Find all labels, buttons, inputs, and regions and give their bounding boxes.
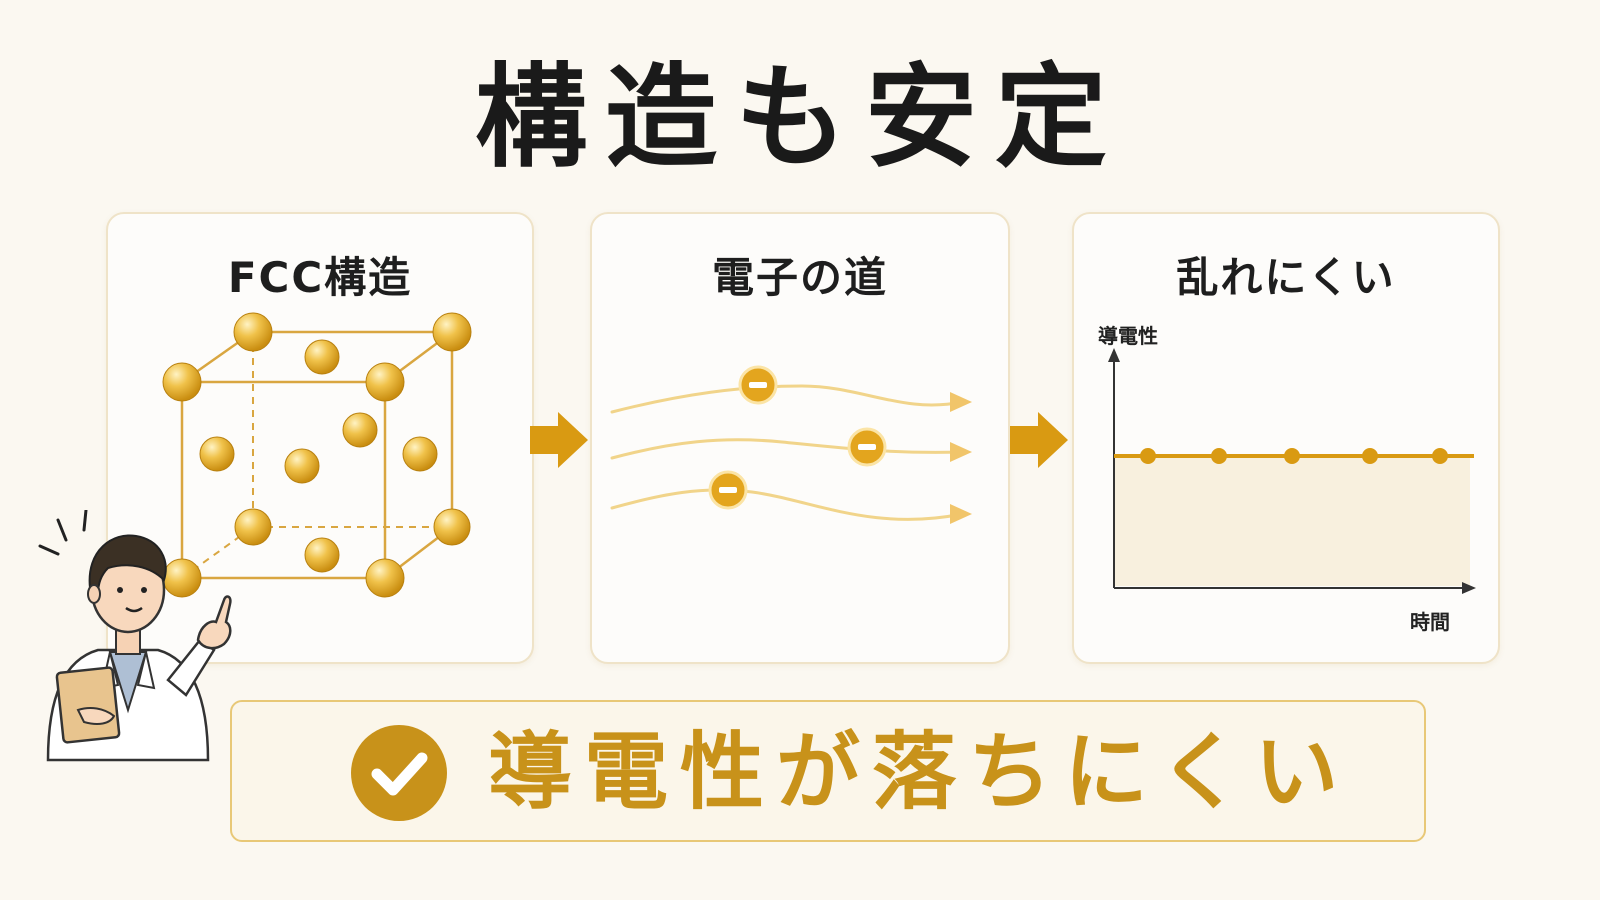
raised-arm (166, 638, 216, 697)
pointing-hand (196, 595, 232, 650)
page-title: 構造も安定 (475, 53, 1125, 183)
result-text: 導電性が落ちにくい (488, 723, 1351, 821)
scientist-illustration (38, 510, 232, 762)
atom (432, 312, 472, 352)
data-point (1140, 448, 1156, 464)
fcc-cube-diagram (162, 312, 472, 598)
arrowhead-icon (950, 392, 972, 412)
atom (233, 312, 273, 352)
electron-path-diagram (610, 365, 972, 524)
panel-title-stability: 乱れにくい (1176, 253, 1396, 302)
data-point (1362, 448, 1378, 464)
atom (342, 412, 378, 448)
arrowhead-icon (950, 442, 972, 462)
panel-electron-path: 電子の道 (590, 212, 1010, 664)
result-banner: 導電性が落ちにくい (230, 700, 1426, 842)
minus-icon (719, 487, 737, 493)
atom (162, 362, 202, 402)
panel-title-fcc: FCC構造 (227, 253, 413, 302)
arrowhead-icon (950, 504, 972, 524)
atom (304, 339, 340, 375)
y-axis-label: 導電性 (1098, 324, 1158, 348)
atom (365, 362, 405, 402)
atom (304, 537, 340, 573)
atom (365, 558, 405, 598)
atom (284, 448, 320, 484)
clipboard (55, 666, 121, 744)
atom (433, 508, 471, 546)
x-axis-label: 時間 (1410, 610, 1450, 634)
atom (402, 436, 438, 472)
electron-path-line (610, 438, 964, 460)
data-point (1432, 448, 1448, 464)
graph-fill-area (1114, 458, 1470, 586)
check-circle-icon (351, 725, 447, 821)
panel-title-electron: 電子の道 (711, 253, 888, 302)
minus-icon (858, 444, 876, 450)
data-point (1284, 448, 1300, 464)
panel-fcc-structure: FCC構造 (106, 212, 534, 664)
electron-path-line (610, 488, 964, 521)
hair (88, 534, 167, 596)
atom (234, 508, 272, 546)
y-axis-arrow-icon (1108, 348, 1120, 362)
x-axis-arrow-icon (1462, 582, 1476, 594)
minus-icon (749, 382, 767, 388)
emphasis-lines-icon (38, 510, 88, 556)
arrow-right-icon (530, 412, 588, 468)
atom (199, 436, 235, 472)
data-point (1211, 448, 1227, 464)
electron-path-line (610, 384, 964, 414)
panel-stability: 乱れにくい 導電性 時間 (1072, 212, 1500, 664)
arrow-right-icon (1010, 412, 1068, 468)
conductivity-graph (1108, 348, 1476, 594)
